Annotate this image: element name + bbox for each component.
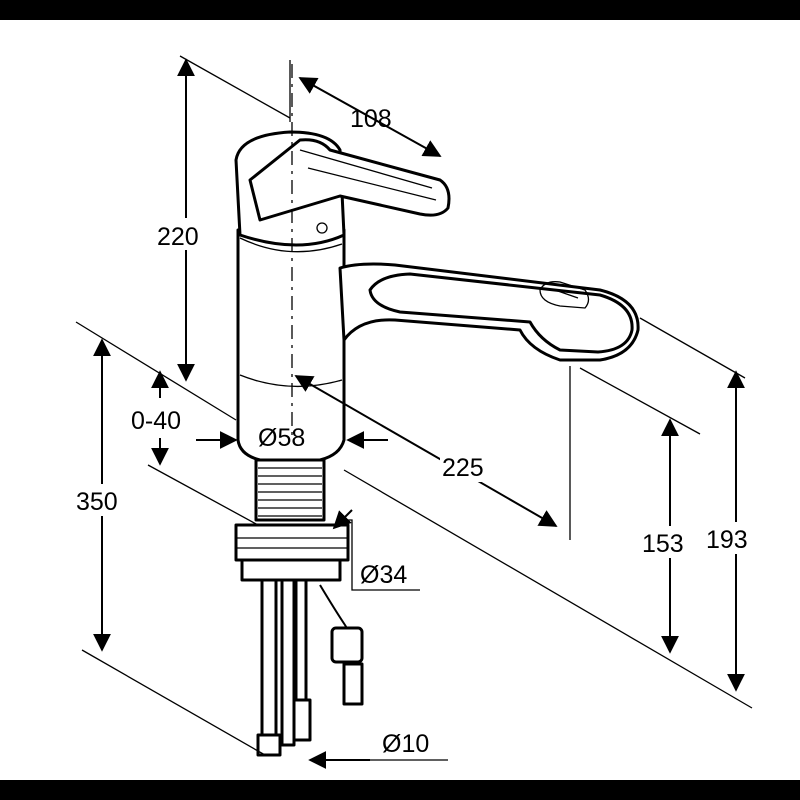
mounting-nut [234, 523, 350, 582]
dimension-0-40: 0-40 [131, 370, 181, 466]
dimension-153: 153 [640, 418, 702, 654]
bottom-frame-band [0, 780, 800, 800]
label-220: 220 [157, 223, 199, 251]
supply-hoses [256, 578, 364, 757]
label-d34: Ø34 [360, 561, 407, 589]
dimension-108: 108 [179, 55, 442, 157]
label-d58: Ø58 [258, 424, 305, 452]
dimension-225: 225 [294, 366, 571, 540]
label-108: 108 [350, 105, 392, 133]
threaded-shank [254, 458, 326, 522]
label-225: 225 [442, 454, 484, 482]
dimension-350: 350 [74, 338, 136, 652]
label-153: 153 [642, 530, 684, 558]
label-193: 193 [706, 526, 748, 554]
top-frame-band [0, 0, 800, 20]
dimension-193: 193 [704, 370, 768, 692]
dimension-220: 220 [155, 58, 217, 382]
label-0-40: 0-40 [131, 407, 181, 435]
label-350: 350 [76, 488, 118, 516]
dimension-d34: Ø34 [332, 509, 420, 591]
dimension-d10: Ø10 [308, 730, 448, 769]
label-d10: Ø10 [382, 730, 429, 758]
